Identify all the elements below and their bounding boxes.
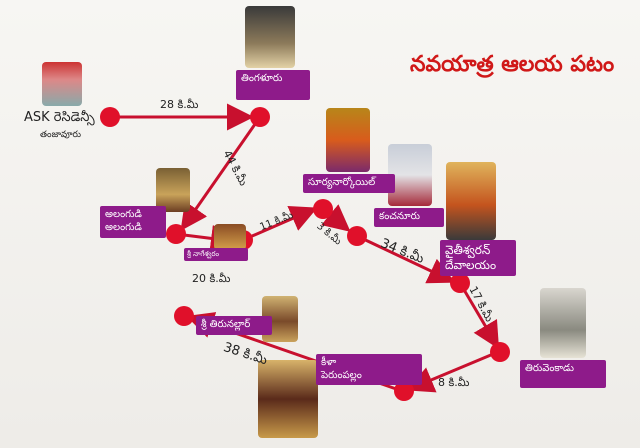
alangudi-temple-image [156,168,190,212]
node-thingalur [250,107,270,127]
node-thirunallar [174,306,194,326]
label-thirunallar: శ్రీ తిరునల్లార్ [196,316,272,335]
route-8 [406,350,499,393]
route-4 [242,205,318,242]
route-7 [458,282,500,350]
label-thingalur: తింగళూరు [236,70,310,100]
keezhaperumpallam-temple-image [258,360,318,438]
node-suryanar [313,199,333,219]
label-keezhaperumpallam: కీళా పెరుంపల్లం [316,354,422,385]
distance-8: 8 కి.మీ [438,376,470,389]
distance-3: 20 కి.మీ [192,272,231,285]
map-title: నవయాత్ర ఆలయ పటం [410,52,615,77]
label-thiruvenkadu: తిరువెంకాడు [520,360,606,388]
kanchanur-temple-image [388,144,432,206]
node-start [100,107,120,127]
label-thirunageswaram: శ్రీ నాగేశ్వరం [184,248,248,261]
thirunageswaram-temple-image [214,224,246,250]
node-thiruvenkadu [490,342,510,362]
node-keezhaperumpallam [394,381,414,401]
start-city: తంజావూరు [40,130,81,140]
label-vaitheeswaran: వైతీశ్వరన్ దేవాలయం [440,240,516,276]
node-vaitheeswaran [450,273,470,293]
vaitheeswaran-temple-image [446,162,496,240]
label-suryanar: సూర్యనార్కోయిల్ [303,174,395,193]
thingalur-temple-image [245,6,295,68]
suryanar-temple-image [326,108,370,172]
thiruvenkadu-temple-image [540,288,586,358]
label-alangudi: అలంగుడి అలంగుడి [100,206,166,238]
label-kanchanur: కంచనూరు [374,208,444,227]
distance-1: 28 కి.మీ [160,98,199,111]
route-6 [356,234,456,284]
node-kanchanur [347,226,367,246]
start-name: ASK రెసిడెన్సీ [24,110,95,125]
node-alangudi [166,224,186,244]
route-2 [180,116,262,231]
start-building-image [42,62,82,106]
